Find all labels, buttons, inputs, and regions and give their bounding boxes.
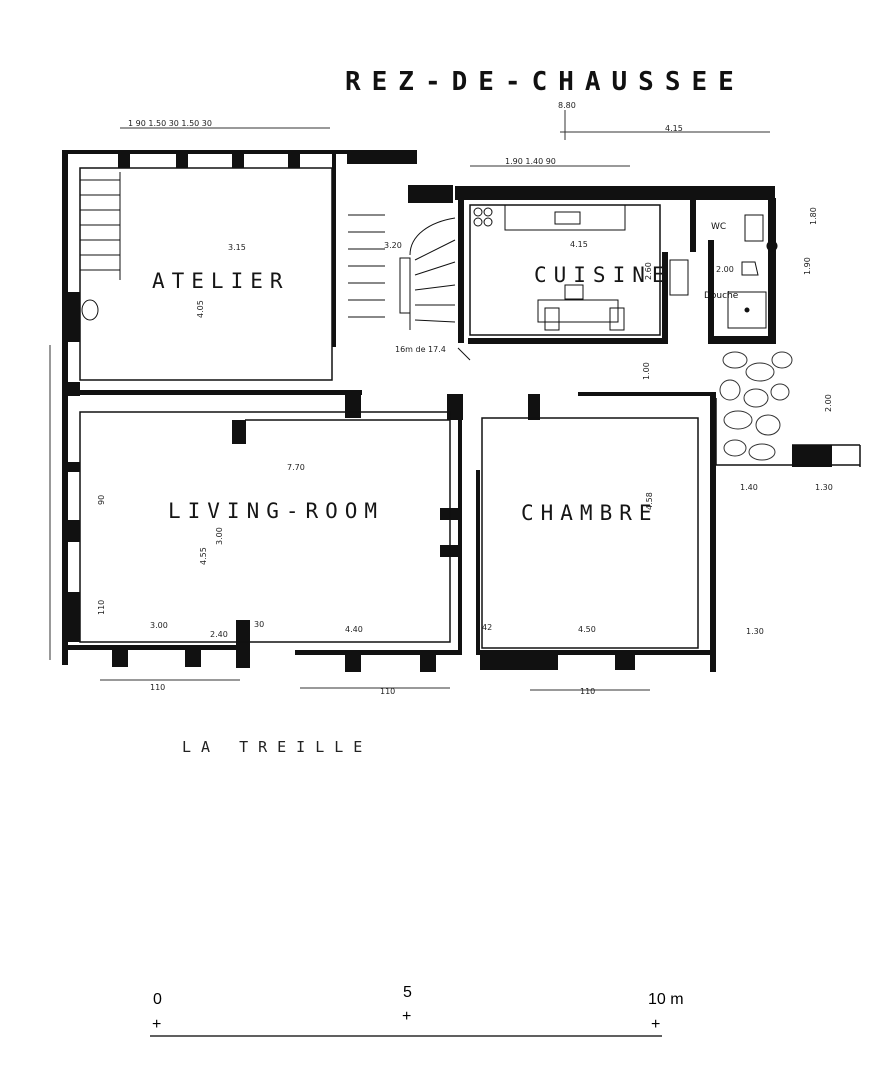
main-stair <box>348 214 471 361</box>
dim-living-depth: 4.55 <box>199 547 208 565</box>
top-dimension-lines <box>120 110 770 167</box>
dim-right-130b: 1.30 <box>815 483 833 492</box>
dim-kitchen-top-run: 1.90 1.40 90 <box>505 157 556 166</box>
dim-living-h: 3.00 <box>215 527 224 545</box>
room-living: LIVING-ROOM <box>168 499 384 523</box>
scale-tick-5: + <box>402 1008 411 1025</box>
dim-kitchen-depth: 2.60 <box>644 262 653 280</box>
scale-five: 5 <box>403 984 412 1001</box>
dim-kitchen-width: 4.15 <box>570 240 588 249</box>
stone-paving <box>719 351 793 461</box>
dim-terrace-200: 2.00 <box>824 394 833 412</box>
dim-left-90: 90 <box>97 495 106 505</box>
dim-left-110: 110 <box>97 600 106 615</box>
scale-tick-10: + <box>651 1016 660 1033</box>
dim-wc-190: 1.90 <box>803 257 812 275</box>
dim-living-240: 2.40 <box>210 630 228 639</box>
dim-atelier-width: 3.15 <box>228 243 246 252</box>
dim-living-440: 4.40 <box>345 625 363 634</box>
dim-chambre-450: 4.50 <box>578 625 596 634</box>
label-treille: LA TREILLE <box>182 738 372 756</box>
dim-living-30: 30 <box>254 620 264 629</box>
dim-atelier-depth: 4.05 <box>196 300 205 318</box>
dim-right-140: 1.40 <box>740 483 758 492</box>
dim-top-left-run: 1 90 1.50 30 1.50 30 <box>128 119 212 128</box>
walls <box>62 150 832 672</box>
kitchen-furniture <box>473 204 689 331</box>
dim-stair-width: 3.20 <box>384 241 402 250</box>
scale-ten: 10 m <box>648 991 684 1008</box>
plan-title: REZ-DE-CHAUSSEE <box>345 67 745 97</box>
room-chambre: CHAMBRE <box>521 501 659 525</box>
dim-bottom-110a: 110 <box>150 683 165 692</box>
dim-passage: 1.00 <box>642 362 651 380</box>
scale-tick-0: + <box>152 1016 161 1033</box>
dim-right-130: 1.30 <box>746 627 764 636</box>
dim-top-right: 4.15 <box>665 124 683 133</box>
dim-bottom-110c: 110 <box>580 687 595 696</box>
bottom-dimension-lines <box>49 345 650 691</box>
label-douche: Douche <box>704 291 739 301</box>
scale-bar: 0 5 10 m + + + <box>150 984 684 1037</box>
label-wc: WC <box>711 222 726 232</box>
bathroom-fixtures <box>727 214 778 329</box>
thin-lines <box>79 167 861 649</box>
dim-chambre-42: 42 <box>482 623 492 632</box>
dim-top-total: 8.80 <box>558 101 576 110</box>
room-atelier: ATELIER <box>152 269 290 293</box>
label-stair-note: 16m de 17.4 <box>395 345 446 354</box>
dim-chambre-458: 4.58 <box>645 492 654 510</box>
atelier-ladder <box>80 172 121 321</box>
dim-wc-200: 2.00 <box>716 265 734 274</box>
dim-wc-180: 1.80 <box>809 207 818 225</box>
dim-living-770: 7.70 <box>287 463 305 472</box>
scale-zero: 0 <box>153 991 162 1008</box>
room-cuisine: CUISINE <box>534 263 672 287</box>
dim-bottom-110b: 110 <box>380 687 395 696</box>
dim-living-300: 3.00 <box>150 621 168 630</box>
